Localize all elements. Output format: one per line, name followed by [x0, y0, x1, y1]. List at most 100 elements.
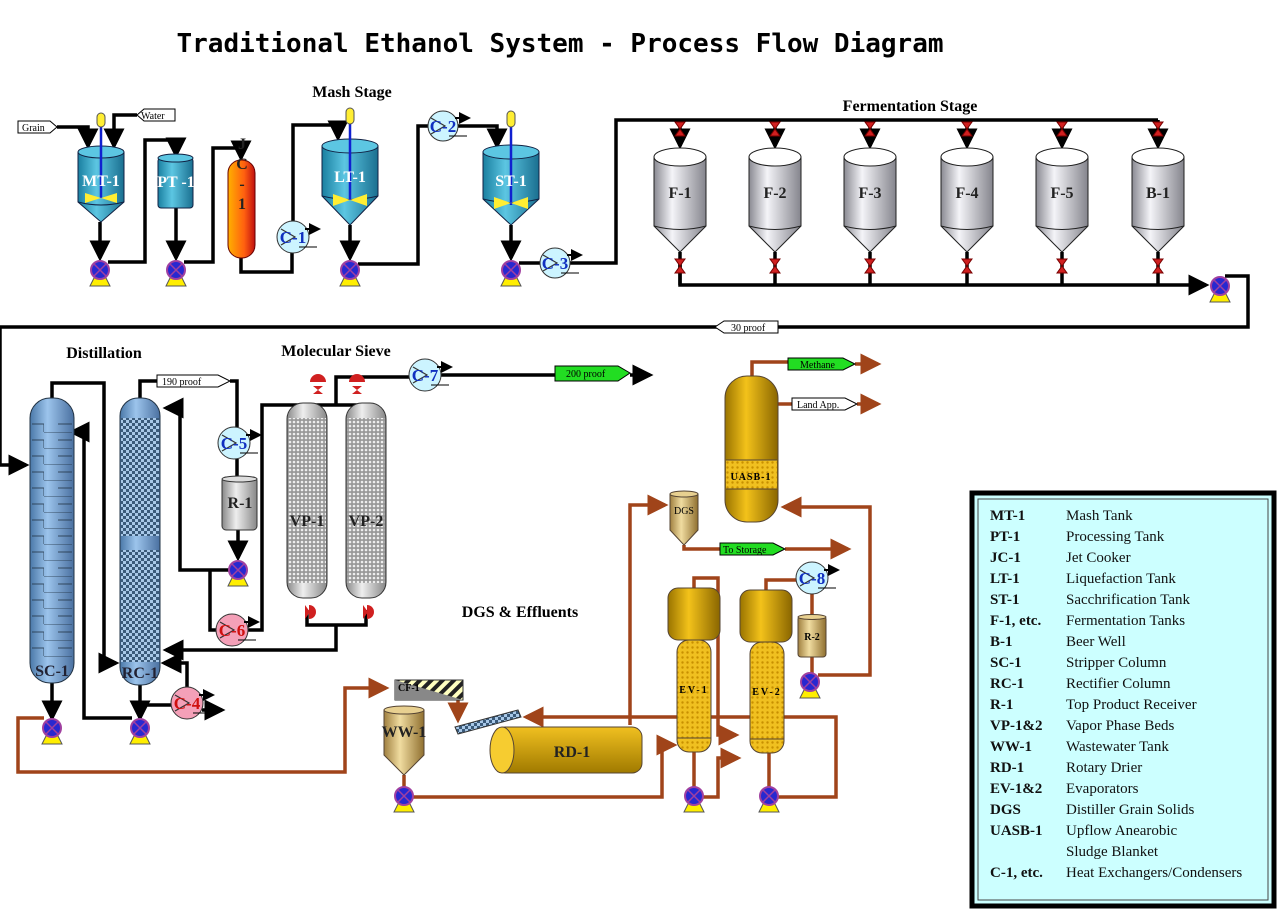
vessel-label: UASB-1: [730, 472, 771, 483]
legend-description: Upflow Anearobic: [1066, 823, 1178, 839]
pump-icon[interactable]: [89, 260, 111, 287]
valve-icon[interactable]: [1056, 121, 1068, 137]
evaporator-ev1[interactable]: EV-1: [667, 587, 721, 753]
uasb-reactor-uasb1[interactable]: UASB-1: [724, 375, 779, 523]
valve-icon[interactable]: [961, 121, 973, 137]
valve-icon[interactable]: [961, 258, 973, 274]
fermenter-tank[interactable]: B-1: [1131, 120, 1185, 285]
exchanger-label: C-3: [542, 254, 568, 273]
rectifier-column-rc1[interactable]: RC-1: [119, 397, 161, 686]
centrifuge-cf1[interactable]: CF-1: [394, 679, 464, 701]
pump-icon[interactable]: [758, 786, 780, 813]
legend-row: SC-1 Stripper Column: [990, 655, 1167, 671]
jet-cooker-jc1[interactable]: JC-1: [227, 136, 256, 259]
fermenter-tank[interactable]: F-3: [843, 120, 897, 285]
stream-label: 200 proof: [566, 369, 606, 380]
stream-tag-190-proof: 190 proof: [156, 374, 232, 388]
liquefaction-tank-lt1[interactable]: LT-1: [321, 107, 379, 226]
valve-icon[interactable]: [305, 605, 316, 619]
legend-row: Sludge Blanket: [1066, 844, 1159, 860]
sacchrification-tank-st1[interactable]: ST-1: [482, 110, 540, 226]
valve-icon[interactable]: [349, 374, 365, 394]
pump-icon[interactable]: [227, 560, 249, 587]
pump-icon[interactable]: [500, 260, 522, 287]
heat-exchanger-c7[interactable]: C-7: [408, 358, 451, 392]
legend-code: EV-1&2: [990, 781, 1042, 797]
valve-icon[interactable]: [310, 374, 326, 394]
vessel-label: SC-1: [35, 663, 69, 680]
pump-icon[interactable]: [683, 786, 705, 813]
valve-icon[interactable]: [769, 121, 781, 137]
exchanger-label: C-2: [430, 117, 456, 136]
legend-description: Stripper Column: [1066, 655, 1167, 671]
exchanger-label: C-8: [799, 569, 825, 588]
vessel-label: R-2: [804, 632, 820, 643]
heat-exchanger-c6[interactable]: C-6: [215, 613, 258, 647]
legend-code: UASB-1: [990, 823, 1043, 839]
valve-icon[interactable]: [363, 605, 374, 619]
heat-exchanger-c5[interactable]: C-5: [217, 426, 260, 460]
legend-row: F-1, etc.Fermentation Tanks: [990, 613, 1185, 629]
evaporator-ev2[interactable]: EV-2: [739, 589, 793, 754]
valve-icon[interactable]: [864, 258, 876, 274]
tank-top: [940, 147, 994, 167]
vessel-label: JC-1: [234, 136, 251, 216]
pump-icon[interactable]: [165, 260, 187, 287]
pump-icon[interactable]: [1209, 276, 1231, 303]
valve-icon[interactable]: [1056, 258, 1068, 274]
wastewater-tank-ww1[interactable]: WW-1: [382, 705, 427, 776]
heat-exchanger-c1[interactable]: C-1: [276, 220, 319, 254]
heat-exchanger-c3[interactable]: C-3: [539, 247, 581, 279]
vapor-phase-bed-vp1[interactable]: VP-1: [286, 402, 328, 599]
tank-seam: [748, 225, 802, 230]
vapor-phase-bed-vp2[interactable]: VP-2: [345, 402, 387, 599]
valve-icon[interactable]: [864, 121, 876, 137]
valve-icon[interactable]: [674, 121, 686, 137]
vessel-label: RC-1: [122, 665, 158, 682]
fermenter-tank[interactable]: F-5: [1035, 120, 1089, 285]
stream-label: Grain: [22, 123, 45, 134]
legend-code: RD-1: [990, 760, 1024, 776]
pump-icon[interactable]: [799, 672, 821, 699]
tank-seam: [940, 225, 994, 230]
dgs-tank[interactable]: DGS: [669, 490, 699, 546]
valve-icon[interactable]: [1152, 121, 1164, 137]
fermenter-tank[interactable]: F-4: [940, 120, 994, 285]
pump-icon[interactable]: [393, 786, 415, 813]
fermentation-tanks: F-1 F-2 F-3 F-4 F-5 B-1: [653, 120, 1185, 285]
mash-tank-mt1[interactable]: MT-1: [77, 112, 125, 223]
legend-description: Sludge Blanket: [1066, 844, 1159, 860]
legend-code: SC-1: [990, 655, 1022, 671]
heat-exchanger-c8[interactable]: C-8: [795, 561, 838, 595]
pump-icon[interactable]: [129, 718, 151, 745]
vessel-label: R-1: [228, 495, 253, 512]
top-product-receiver-r1[interactable]: R-1: [221, 475, 258, 531]
processing-tank-pt1[interactable]: PT -1: [157, 153, 195, 209]
stripper-column-sc1[interactable]: SC-1: [29, 397, 75, 684]
legend-code: B-1: [990, 634, 1013, 650]
vessel-label: F-2: [763, 185, 786, 202]
heat-exchanger-c2[interactable]: C-2: [427, 110, 469, 142]
rotary-drier-rd1[interactable]: RD-1: [489, 726, 643, 774]
pump-icon[interactable]: [41, 718, 63, 745]
vessel-label: ST-1: [495, 173, 526, 190]
valve-icon[interactable]: [674, 258, 686, 274]
diagram-title: Traditional Ethanol System - Process Flo…: [176, 29, 943, 59]
stream-tag-to-storage: To Storage: [719, 542, 787, 556]
fermenter-tank[interactable]: F-2: [748, 120, 802, 285]
receiver-r2[interactable]: R-2: [797, 614, 827, 658]
pump-icon[interactable]: [339, 260, 361, 287]
heat-exchanger-c4[interactable]: C-4: [170, 686, 213, 720]
valve-icon[interactable]: [1152, 258, 1164, 274]
exchanger-label: C-4: [174, 694, 201, 713]
fermenter-tank[interactable]: F-1: [653, 120, 707, 285]
process-pipes: [0, 113, 1250, 722]
tank-body: [1131, 156, 1185, 253]
stream-label: Water: [141, 111, 165, 122]
valve-icon[interactable]: [769, 258, 781, 274]
